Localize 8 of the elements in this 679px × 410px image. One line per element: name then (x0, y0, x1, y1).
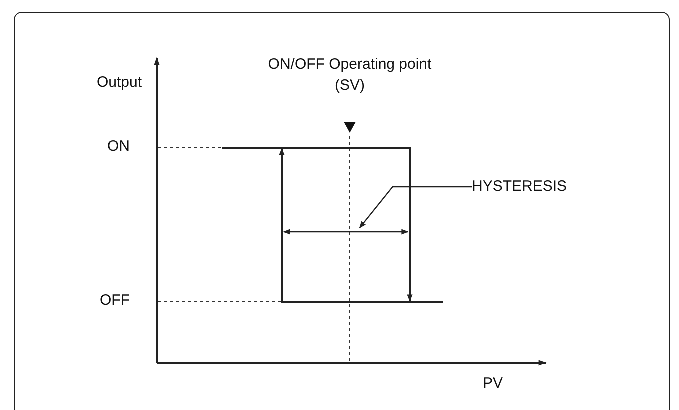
double-headed-arrow (283, 228, 409, 236)
axis-label: PV (483, 374, 504, 394)
axis-label: ON (106, 137, 130, 157)
title: ON/OFF Operating point (SV) (267, 55, 433, 96)
leader-line (359, 186, 472, 229)
axis-label: OFF (99, 291, 130, 311)
callout-label: HYSTERESIS (472, 177, 568, 197)
axis-label: Output (96, 73, 142, 93)
